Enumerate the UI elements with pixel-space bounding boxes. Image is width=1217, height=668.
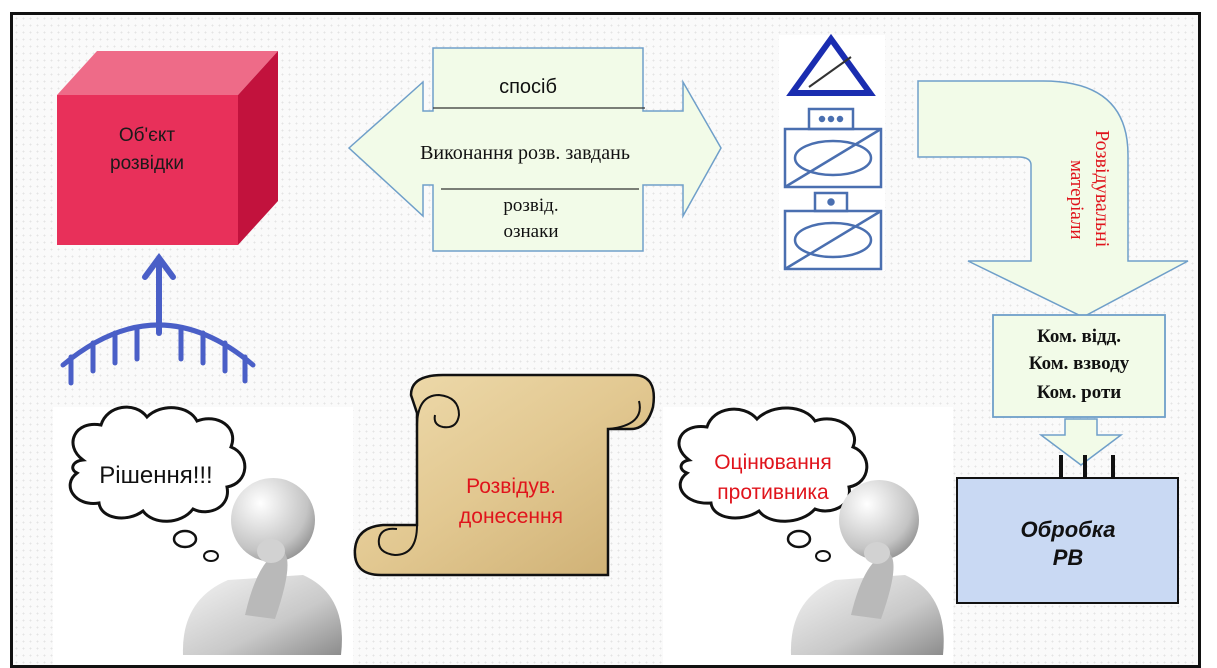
arrow-label-top: спосіб	[499, 76, 557, 98]
cube-side	[238, 51, 278, 245]
materials-bent-arrow: Розвідувальні матеріали	[917, 80, 1189, 318]
processing-line1: Обробка	[1021, 517, 1116, 542]
diagram-slide: Об'єкт розвідки спосіб Виконання розв. з…	[10, 12, 1201, 668]
tactical-symbols	[779, 33, 885, 271]
recon-unit-symbol-1-icon	[783, 107, 883, 189]
commanders-box: Ком. відд. Ком. взводу Ком. роти	[992, 314, 1166, 418]
thought-bubble-decision	[68, 405, 247, 562]
thinking-person-left: Рішення!!!	[53, 405, 353, 665]
arrow-label-bottom-line2: ознаки	[503, 221, 558, 242]
double-arrow: спосіб Виконання розв. завдань розвід. о…	[347, 47, 722, 252]
commanders-line1: Ком. відд.	[1037, 326, 1121, 347]
commanders-line2: Ком. взводу	[1029, 353, 1130, 374]
scroll-right-curl	[608, 400, 641, 430]
object-label-line1: Об'єкт	[119, 125, 176, 146]
down-arrow-to-processing	[1038, 418, 1124, 466]
thinking-person-right: Оцінювання противника	[663, 406, 953, 665]
scroll-bottom-curl	[377, 524, 418, 557]
scroll-top-curl	[416, 393, 461, 429]
observation-sensor-icon	[60, 252, 256, 386]
thought-bubble-assessment	[677, 406, 869, 562]
scroll-label-line1: Розвідув.	[466, 475, 556, 498]
processing-box: Обробка РВ	[956, 455, 1179, 604]
arrow-label-bottom-line1: розвід.	[503, 195, 558, 216]
commanders-line3: Ком. роти	[1037, 382, 1122, 403]
thinker-right-figure	[790, 480, 944, 655]
scroll-label-line2: донесення	[459, 505, 563, 528]
processing-line2: РВ	[1053, 545, 1084, 570]
diagram-canvas: Об'єкт розвідки спосіб Виконання розв. з…	[53, 33, 1189, 665]
recon-unit-symbol-2-icon	[783, 191, 883, 271]
thought-decision-text: Рішення!!!	[99, 462, 212, 489]
cube-top	[57, 51, 278, 95]
scroll-body	[353, 373, 656, 577]
object-label-line2: розвідки	[110, 153, 184, 174]
thought-assessment-line1: Оцінювання	[714, 451, 832, 474]
materials-label-line1: Розвідувальні	[1091, 130, 1113, 248]
thought-assessment-line2: противника	[717, 481, 829, 504]
double-arrow-shape	[347, 47, 722, 252]
cube-front	[57, 95, 238, 245]
report-scroll: Розвідув. донесення	[353, 373, 656, 577]
observation-post-triangle-icon	[786, 33, 876, 96]
arrow-label-middle: Виконання розв. завдань	[420, 142, 630, 164]
bent-arrow-shape	[917, 80, 1189, 318]
materials-label-line2: матеріали	[1066, 160, 1087, 240]
thinker-left-figure	[182, 478, 342, 655]
processing-box-frame	[956, 477, 1179, 604]
commanders-box-frame	[992, 314, 1166, 418]
object-cube: Об'єкт розвідки	[57, 51, 278, 245]
